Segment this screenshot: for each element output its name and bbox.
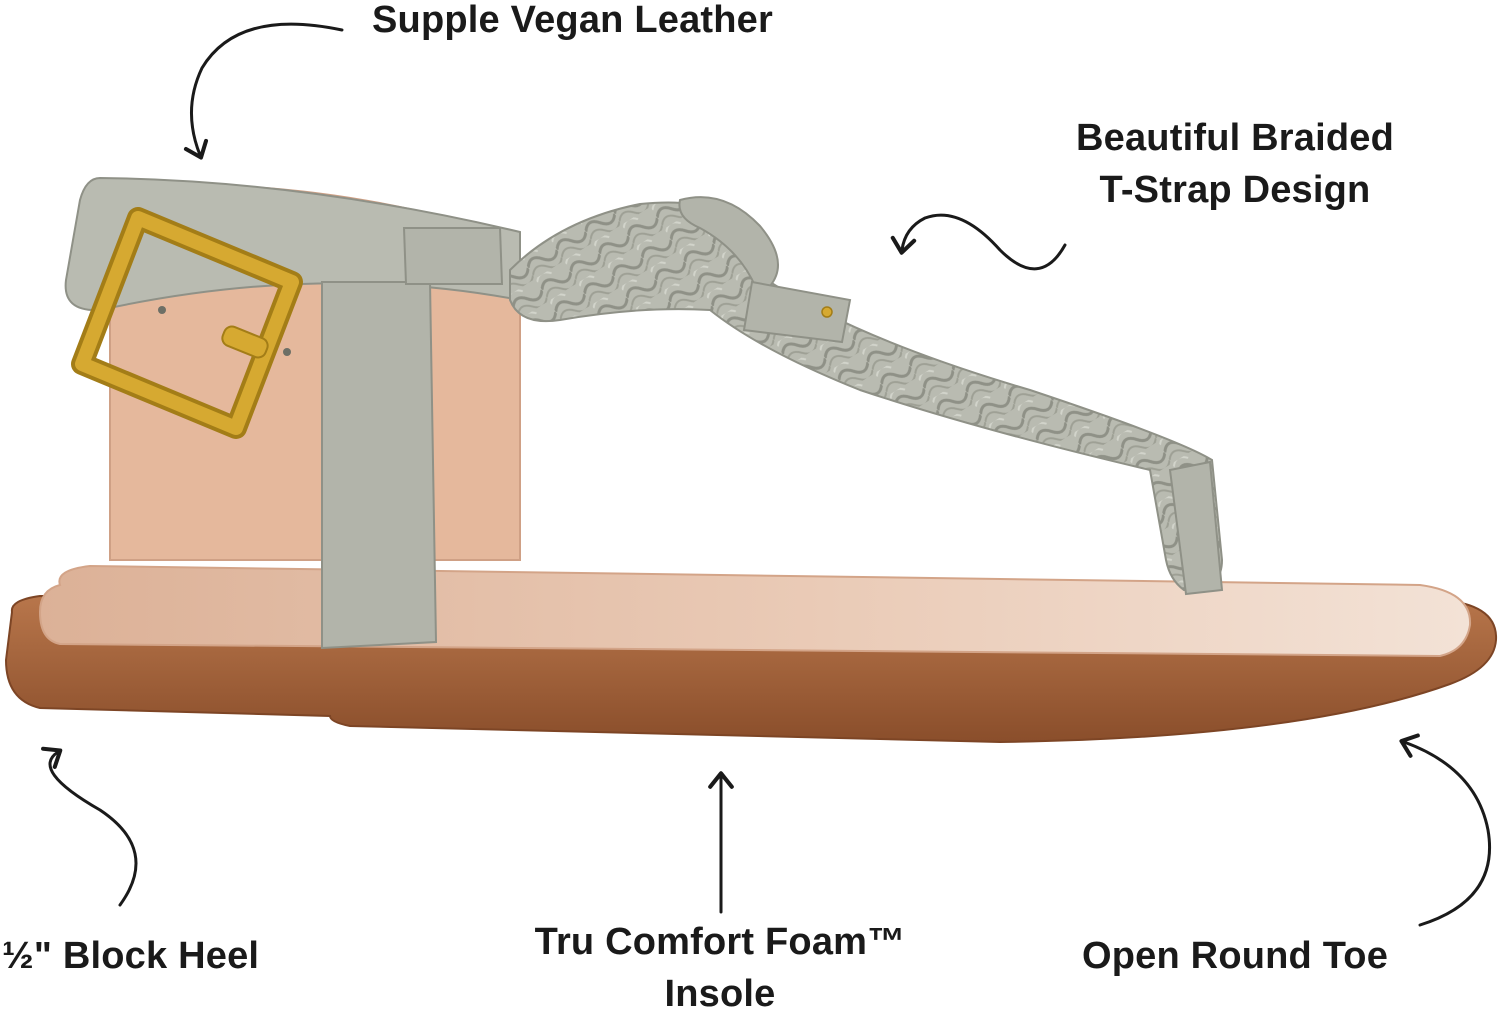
callout-vegan-leather: Supple Vegan Leather xyxy=(372,0,773,46)
curved-arrow-icon xyxy=(41,746,138,907)
sandal-image xyxy=(4,176,1498,744)
callout-text: Tru Comfort Foam™ xyxy=(534,921,906,963)
buckle-icon xyxy=(71,207,303,439)
callout-text: Supple Vegan Leather xyxy=(372,0,773,41)
callout-text: ½" Block Heel xyxy=(2,935,260,977)
insole xyxy=(38,564,1472,658)
callout-text: Open Round Toe xyxy=(1082,935,1389,977)
callout-braided-strap: Beautiful Braided T-Strap Design xyxy=(1055,112,1415,216)
callout-text: T-Strap Design xyxy=(1099,169,1371,211)
callout-block-heel: ½" Block Heel xyxy=(2,930,259,982)
curved-arrow-icon xyxy=(183,22,344,160)
curved-arrow-icon xyxy=(890,213,1067,271)
curved-arrow-icon xyxy=(1399,733,1491,927)
callout-round-toe: Open Round Toe xyxy=(1082,930,1388,982)
callout-comfort-foam: Tru Comfort Foam™ Insole xyxy=(500,916,940,1020)
callout-text: Beautiful Braided xyxy=(1076,117,1394,159)
braided-t-strap xyxy=(509,201,1224,591)
rivet xyxy=(821,306,833,318)
toe-post xyxy=(1168,460,1224,596)
heel-strap xyxy=(321,281,438,650)
callout-text: Insole xyxy=(664,973,776,1015)
